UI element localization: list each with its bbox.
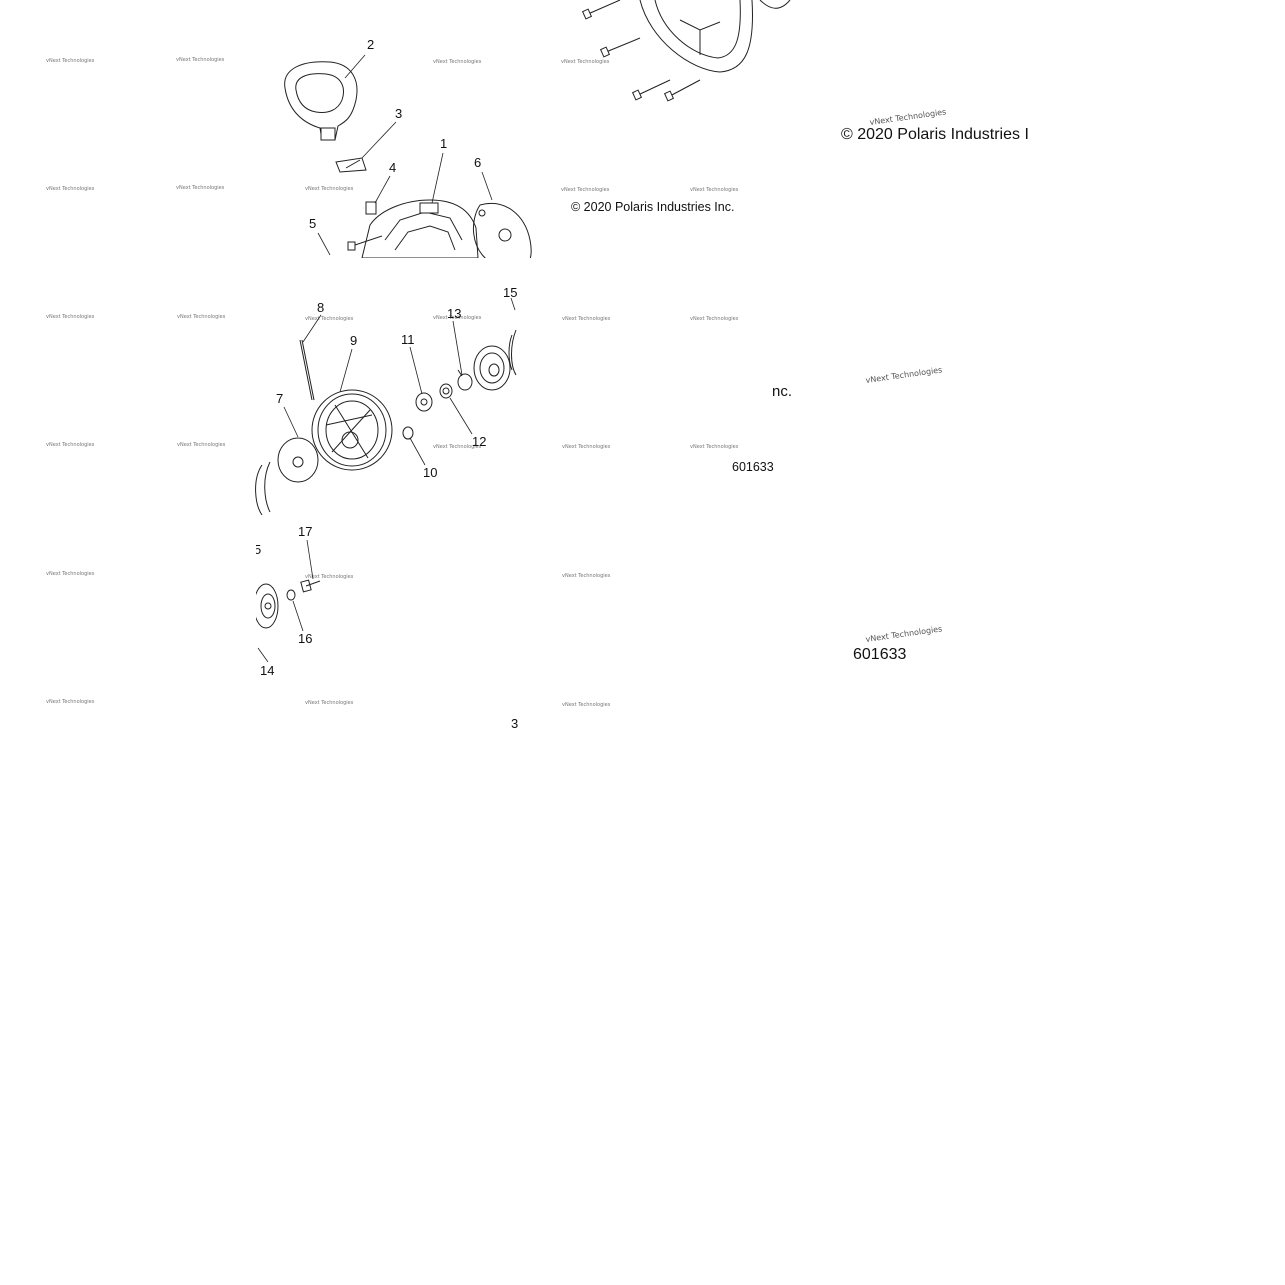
copyright-fragment: nc. xyxy=(772,383,792,400)
watermark: vNext Technologies xyxy=(562,573,611,579)
callout-fragment: 3 xyxy=(511,716,518,731)
bolt-icon xyxy=(663,79,701,102)
watermark-large: vNext Technologies xyxy=(869,107,947,127)
watermark: vNext Technologies xyxy=(433,315,482,321)
callout-7: 7 xyxy=(276,391,283,406)
housing-bolt xyxy=(347,235,383,251)
bolt-icon xyxy=(631,79,671,101)
watermark: vNext Technologies xyxy=(176,185,225,191)
callout-17: 17 xyxy=(298,524,312,539)
callout-15-fragment: 5 xyxy=(254,542,261,557)
watermark: vNext Technologies xyxy=(177,442,226,448)
callout-2: 2 xyxy=(367,37,374,52)
watermark: vNext Technologies xyxy=(46,186,95,192)
starter-handle xyxy=(284,61,358,141)
watermark: vNext Technologies xyxy=(46,58,95,64)
tile-mask xyxy=(240,520,256,700)
rope-stopper xyxy=(365,201,377,215)
watermark: vNext Technologies xyxy=(177,314,226,320)
starter-rope xyxy=(299,339,315,401)
callout-16: 16 xyxy=(298,631,312,646)
snap-ring xyxy=(402,426,414,440)
housing-enlarged-fragment xyxy=(581,0,791,102)
copyright-large: © 2020 Polaris Industries I xyxy=(841,126,1029,143)
nut xyxy=(439,383,453,399)
watermark-large: vNext Technologies xyxy=(865,365,943,385)
callout-13: 13 xyxy=(447,306,461,321)
watermark: vNext Technologies xyxy=(433,444,482,450)
drive-hub xyxy=(253,583,279,629)
watermark: vNext Technologies xyxy=(176,57,225,63)
callout-5: 5 xyxy=(309,216,316,231)
leader-lines xyxy=(257,54,516,663)
watermark: vNext Technologies xyxy=(305,700,354,706)
lower-washer xyxy=(286,589,296,601)
watermark: vNext Technologies xyxy=(433,59,482,65)
washer xyxy=(415,392,433,412)
tile-mask xyxy=(536,220,576,280)
spring-plate xyxy=(277,437,319,483)
watermark: vNext Technologies xyxy=(562,444,611,450)
pulley xyxy=(311,389,393,471)
pawl-spring xyxy=(457,369,473,391)
watermark: vNext Technologies xyxy=(305,574,354,580)
ratchet-cup xyxy=(473,345,511,391)
callout-12: 12 xyxy=(472,434,486,449)
watermark-grid: vNext Technologies vNext Technologies vN… xyxy=(46,57,739,708)
figure-number-large: 601633 xyxy=(853,646,906,663)
callout-15: 15 xyxy=(503,285,517,300)
watermark: vNext Technologies xyxy=(46,314,95,320)
callout-14: 14 xyxy=(260,663,274,678)
watermark: vNext Technologies xyxy=(561,187,610,193)
watermark-large-group: vNext Technologies vNext Technologies vN… xyxy=(865,107,947,644)
callout-11: 11 xyxy=(401,332,415,347)
callout-4: 4 xyxy=(389,160,396,175)
copyright-main: © 2020 Polaris Industries Inc. xyxy=(571,200,734,214)
watermark: vNext Technologies xyxy=(561,59,610,65)
figure-number-small: 601633 xyxy=(732,460,774,474)
housing xyxy=(361,199,479,259)
watermark-large: vNext Technologies xyxy=(865,624,943,644)
callout-8: 8 xyxy=(317,300,324,315)
watermark: vNext Technologies xyxy=(46,571,95,577)
watermark: vNext Technologies xyxy=(562,316,611,322)
callout-10: 10 xyxy=(423,465,437,480)
housing-rim xyxy=(255,461,271,516)
callouts: 2 3 1 4 6 5 15 8 13 9 11 7 12 10 17 5 16… xyxy=(254,37,518,731)
tile-mask xyxy=(235,258,535,282)
bolt-icon xyxy=(599,37,641,58)
watermark: vNext Technologies xyxy=(305,186,354,192)
watermark: vNext Technologies xyxy=(46,699,95,705)
watermark: vNext Technologies xyxy=(562,702,611,708)
callout-1: 1 xyxy=(440,136,447,151)
watermark: vNext Technologies xyxy=(690,187,739,193)
bolt-icon xyxy=(581,0,621,20)
callout-9: 9 xyxy=(350,333,357,348)
watermark: vNext Technologies xyxy=(690,444,739,450)
watermark: vNext Technologies xyxy=(690,316,739,322)
handle-insert xyxy=(335,157,367,173)
watermark: vNext Technologies xyxy=(46,442,95,448)
shoulder-bolt xyxy=(300,579,321,593)
callout-6: 6 xyxy=(474,155,481,170)
callout-3: 3 xyxy=(395,106,402,121)
outer-cover-fragment xyxy=(508,329,517,376)
watermark: vNext Technologies xyxy=(305,316,354,322)
